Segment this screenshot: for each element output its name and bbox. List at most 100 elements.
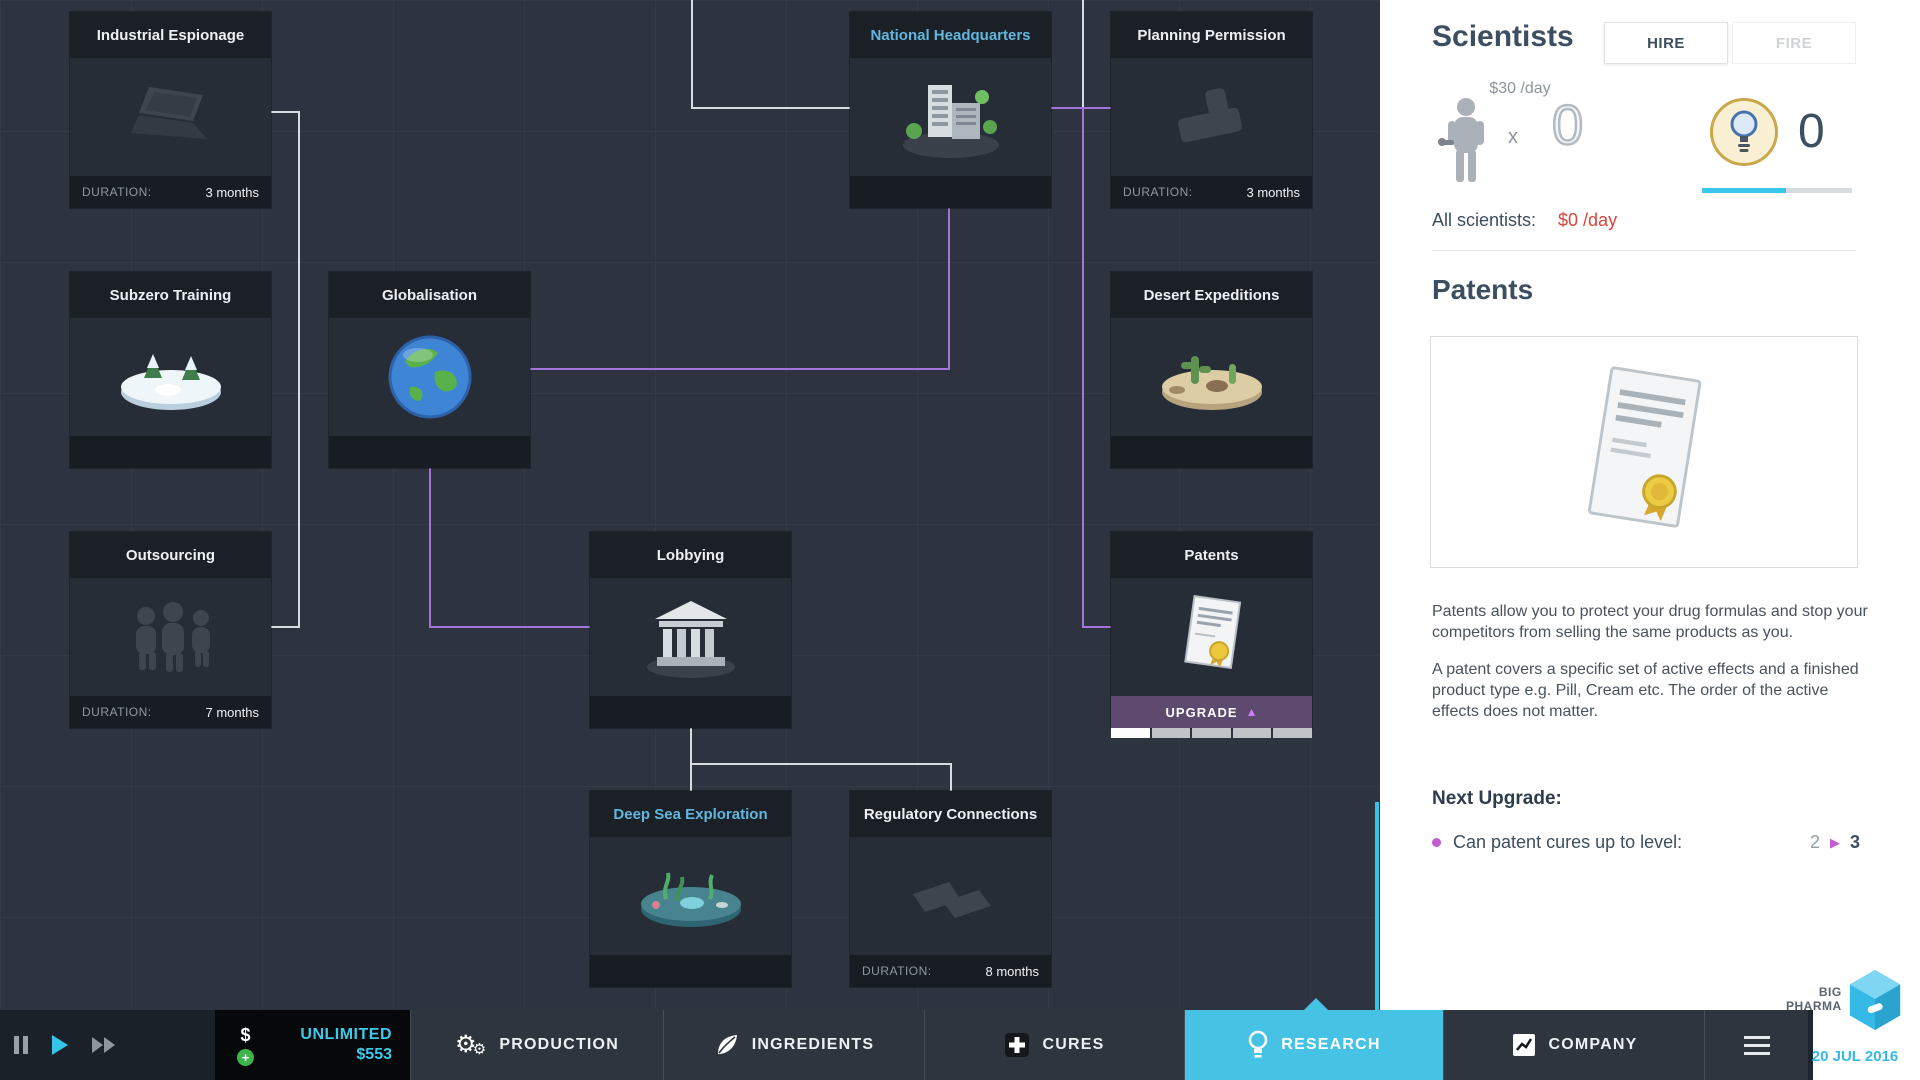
patents-section-title: Patents	[1432, 274, 1534, 305]
duration-label: DURATION:	[1123, 185, 1193, 199]
next-upgrade-item: Can patent cures up to level: 2 ▶ 3	[1432, 832, 1860, 853]
connector-line	[429, 626, 590, 628]
lightbulb-icon	[1730, 110, 1758, 152]
sea-island-icon	[640, 872, 741, 927]
fire-button[interactable]: FIRE	[1732, 22, 1856, 64]
research-node-patents[interactable]: Patents UPGRADE ▲	[1111, 532, 1312, 728]
tab-company[interactable]: COMPANY	[1443, 1010, 1704, 1080]
scientist-icon	[1438, 98, 1484, 182]
hamburger-icon	[1743, 1035, 1770, 1039]
tab-production[interactable]: ⚙⚙ PRODUCTION	[410, 1010, 663, 1080]
research-node-deep-sea-exploration[interactable]: Deep Sea Exploration	[590, 791, 791, 987]
divider	[1432, 250, 1856, 251]
connector-line	[1082, 0, 1084, 108]
node-title: Deep Sea Exploration	[590, 791, 791, 837]
research-node-desert-expeditions[interactable]: Desert Expeditions	[1111, 272, 1312, 468]
duration-value: 3 months	[205, 184, 259, 200]
research-node-globalisation[interactable]: Globalisation	[329, 272, 530, 468]
next-upgrade-title: Next Upgrade:	[1432, 788, 1562, 809]
connector-line	[691, 107, 850, 109]
research-node-regulatory-connections[interactable]: Regulatory Connections DURATION: 8 month…	[850, 791, 1051, 987]
connector-line	[690, 763, 952, 765]
tree-scrollbar[interactable]	[1375, 802, 1379, 1012]
all-scientists-cost: $0 /day	[1558, 210, 1618, 230]
workers-icon	[135, 602, 210, 672]
government-building-icon	[646, 601, 735, 678]
play-button[interactable]	[52, 1035, 68, 1055]
hire-button[interactable]: HIRE	[1604, 22, 1728, 64]
game-date: 20 JUL 2016	[1811, 1048, 1899, 1065]
lightbulb-icon	[1249, 1030, 1268, 1058]
arrow-right-icon: ▶	[1829, 834, 1840, 850]
laptop-icon	[130, 87, 207, 139]
node-title: Subzero Training	[70, 272, 271, 318]
duration-label: DURATION:	[82, 185, 152, 199]
gears-icon: ⚙⚙	[455, 1031, 488, 1058]
patent-illustration	[1588, 366, 1702, 528]
connector-line	[950, 763, 952, 792]
tab-cures[interactable]: CURES	[924, 1010, 1184, 1080]
money-panel[interactable]: $ + UNLIMITED $553	[215, 1010, 410, 1080]
node-title: Desert Expeditions	[1111, 272, 1312, 318]
connector-line	[271, 111, 300, 113]
connector-line	[298, 112, 300, 628]
scientist-rate: $30 /day	[1489, 80, 1551, 97]
duration-label: DURATION:	[82, 705, 152, 719]
duration-value: 7 months	[205, 704, 259, 720]
currency-symbol: $	[240, 1024, 251, 1045]
research-node-lobbying[interactable]: Lobbying	[590, 532, 791, 728]
upgrade-arrow-icon: ▲	[1245, 705, 1258, 719]
research-node-subzero-training[interactable]: Subzero Training	[70, 272, 271, 468]
patents-upgrade-button[interactable]: UPGRADE ▲	[1111, 696, 1312, 728]
fast-forward-icon	[92, 1037, 103, 1053]
all-scientists-label: All scientists:	[1432, 210, 1537, 230]
multiplier-label: x	[1508, 126, 1518, 148]
connector-line	[690, 728, 692, 792]
tab-label: INGREDIENTS	[751, 1036, 875, 1053]
chart-icon	[1512, 1034, 1535, 1056]
money-amount: $553	[356, 1046, 392, 1063]
menu-button[interactable]	[1704, 1010, 1808, 1080]
connector-line	[691, 0, 693, 109]
fast-forward-button[interactable]	[92, 1037, 115, 1053]
idea-progress-bar	[1702, 188, 1852, 193]
node-title: National Headquarters	[850, 12, 1051, 58]
tab-label: RESEARCH	[1281, 1036, 1381, 1053]
connector-line	[1051, 107, 1111, 109]
connector-line	[429, 468, 431, 628]
handshake-icon	[912, 882, 991, 918]
research-node-national-headquarters[interactable]: National Headquarters	[850, 12, 1051, 208]
patent-document-icon	[1183, 595, 1241, 670]
add-funds-icon[interactable]: +	[237, 1048, 254, 1066]
tab-label: CURES	[1042, 1036, 1105, 1053]
tab-label: PRODUCTION	[499, 1036, 619, 1053]
money-unlimited-label: UNLIMITED	[300, 1026, 392, 1043]
active-tab-notch	[1304, 998, 1328, 1010]
medical-cross-icon	[1005, 1033, 1030, 1057]
patents-description-2: A patent covers a specific set of active…	[1432, 661, 1859, 720]
duration-label: DURATION:	[862, 964, 932, 978]
duration-value: 3 months	[1246, 184, 1300, 200]
research-node-industrial-espionage[interactable]: Industrial Espionage DURATION: 3 months	[70, 12, 271, 208]
research-tech-tree[interactable]: Industrial Espionage DURATION: 3 months …	[0, 0, 1380, 1080]
tab-label: COMPANY	[1548, 1036, 1638, 1053]
node-title: Outsourcing	[70, 532, 271, 578]
research-side-panel: Scientists HIRE FIRE $30 /day x 0	[1380, 0, 1920, 1080]
brand-line2: PHARMA	[1786, 999, 1842, 1013]
connector-line	[271, 626, 300, 628]
research-node-planning-permission[interactable]: Planning Permission DURATION: 3 months	[1111, 12, 1312, 208]
globe-icon	[388, 335, 471, 419]
upgrade-level-to: 3	[1849, 832, 1860, 852]
game-logo: BIG PHARMA	[1786, 968, 1904, 1032]
idea-bulb-badge	[1710, 98, 1778, 166]
pause-button[interactable]	[14, 1036, 28, 1054]
connector-line	[948, 208, 950, 370]
duration-value: 8 months	[985, 963, 1039, 979]
speed-controls	[0, 1010, 215, 1080]
desert-island-icon	[1161, 356, 1262, 410]
research-node-outsourcing[interactable]: Outsourcing DURATION: 7 months	[70, 532, 271, 728]
tab-ingredients[interactable]: INGREDIENTS	[663, 1010, 924, 1080]
tab-research[interactable]: RESEARCH	[1184, 1010, 1443, 1080]
idea-count: 0	[1798, 105, 1825, 158]
snow-island-icon	[120, 354, 221, 410]
